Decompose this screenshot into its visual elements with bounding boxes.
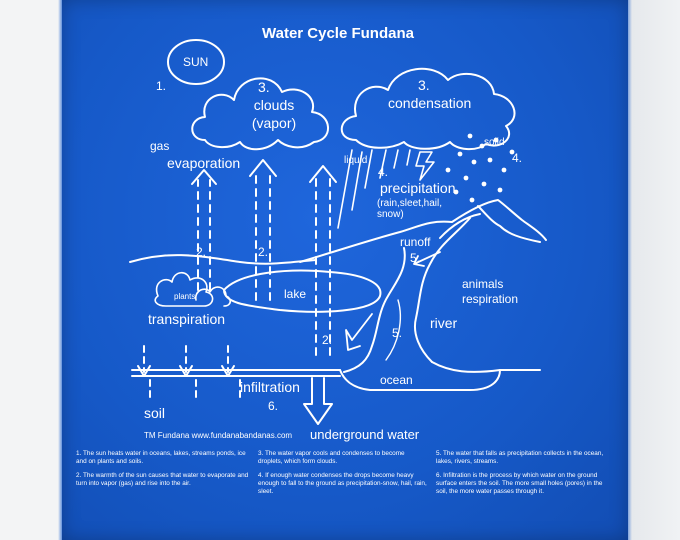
footnotes-col-2: 3. The water vapor cools and condenses t… bbox=[258, 450, 428, 502]
footnote-5: 5. The water that falls as precipitation… bbox=[436, 450, 604, 465]
respiration-label: respiration bbox=[462, 292, 519, 306]
footnotes-col-1: 1. The sun heats water in oceans, lakes,… bbox=[76, 450, 252, 494]
arrow-2-right-label: 2. bbox=[322, 333, 333, 347]
plants-icon bbox=[154, 271, 232, 307]
arrow-head-left bbox=[191, 169, 217, 185]
ocean-label: ocean bbox=[380, 373, 413, 387]
river-arrow bbox=[345, 313, 373, 351]
soil-label: soil bbox=[144, 405, 166, 421]
transpiration-label: transpiration bbox=[148, 311, 226, 327]
solid-number: 4. bbox=[512, 151, 523, 165]
underground-water-label: underground water bbox=[310, 427, 420, 442]
arrow-2-mid-label: 2. bbox=[258, 245, 269, 259]
cloud-right-icon bbox=[340, 67, 516, 150]
clouds-number: 3. bbox=[258, 79, 270, 95]
river-label: river bbox=[430, 315, 458, 331]
brand-text: TM Fundana www.fundanabandanas.com bbox=[144, 431, 293, 440]
underground-arrow bbox=[303, 377, 333, 425]
clouds-label: clouds bbox=[253, 97, 295, 113]
footnote-4: 4. If enough water condenses the drops b… bbox=[258, 472, 427, 495]
arrow-2-left-label: 2. bbox=[196, 245, 207, 259]
land-line bbox=[129, 254, 317, 265]
footnote-2: 2. The warmth of the sun causes that wat… bbox=[76, 472, 249, 487]
plants-label: plants bbox=[174, 292, 196, 301]
footnotes-col-3: 5. The water that falls as precipitation… bbox=[436, 450, 612, 502]
arrow-head-right bbox=[309, 165, 337, 183]
mountains bbox=[299, 199, 547, 263]
hail-dots bbox=[445, 133, 515, 203]
gas-label: gas bbox=[150, 139, 170, 153]
river-number: 5. bbox=[392, 326, 403, 340]
lake-outline bbox=[223, 269, 382, 313]
liquid-label: liquid bbox=[344, 155, 368, 166]
bandana-fabric bbox=[62, 0, 628, 540]
lightning-icon bbox=[415, 151, 435, 181]
cloud-left-icon bbox=[191, 77, 329, 151]
solid-label: solid bbox=[484, 137, 505, 148]
precipitation-number: 4. bbox=[378, 165, 389, 179]
infiltration-number: 6. bbox=[268, 399, 279, 413]
precipitation-types-1: (rain,sleet,hail, bbox=[377, 198, 443, 209]
animals-label: animals bbox=[462, 277, 504, 291]
river-outline bbox=[343, 247, 406, 373]
condensation-label: condensation bbox=[388, 95, 472, 111]
sun-icon bbox=[167, 39, 225, 85]
footnote-6: 6. Infiltration is the process by which … bbox=[436, 472, 603, 495]
precipitation-label: precipitation bbox=[380, 180, 456, 196]
sun-label: SUN bbox=[183, 55, 209, 69]
vapor-label: (vapor) bbox=[251, 115, 297, 131]
condensation-number: 3. bbox=[418, 77, 430, 93]
diagram-title: Water Cycle Fundana bbox=[262, 25, 414, 42]
ocean-outline bbox=[339, 369, 501, 391]
evaporation-label: evaporation bbox=[167, 155, 241, 171]
infiltration-label: infiltration bbox=[240, 379, 300, 395]
precipitation-types-2: snow) bbox=[377, 209, 404, 220]
footnote-1: 1. The sun heats water in oceans, lakes,… bbox=[76, 450, 246, 465]
step-1-label: 1. bbox=[156, 79, 167, 93]
runoff-number: 5. bbox=[410, 251, 421, 265]
lake-label: lake bbox=[284, 287, 307, 301]
footnote-3: 3. The water vapor cools and condenses t… bbox=[258, 450, 405, 465]
arrow-head-mid bbox=[249, 159, 277, 177]
runoff-label: runoff bbox=[400, 235, 431, 249]
runoff-arrow bbox=[413, 251, 441, 267]
